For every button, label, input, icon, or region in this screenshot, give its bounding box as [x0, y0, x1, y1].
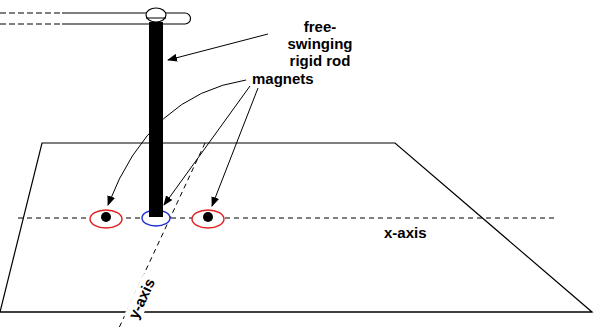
- leader-line: [212, 88, 258, 206]
- part-label: magnets: [252, 70, 314, 87]
- axis-label: x-axis: [382, 224, 429, 241]
- magnet: [90, 210, 122, 228]
- part-label: free-swinging rigid rod: [272, 18, 368, 69]
- leader-line: [164, 86, 250, 205]
- pivot: [146, 8, 166, 22]
- board: [0, 143, 592, 312]
- rigid-rod: [149, 22, 163, 216]
- leader-line: [168, 34, 268, 60]
- magnet: [192, 210, 224, 228]
